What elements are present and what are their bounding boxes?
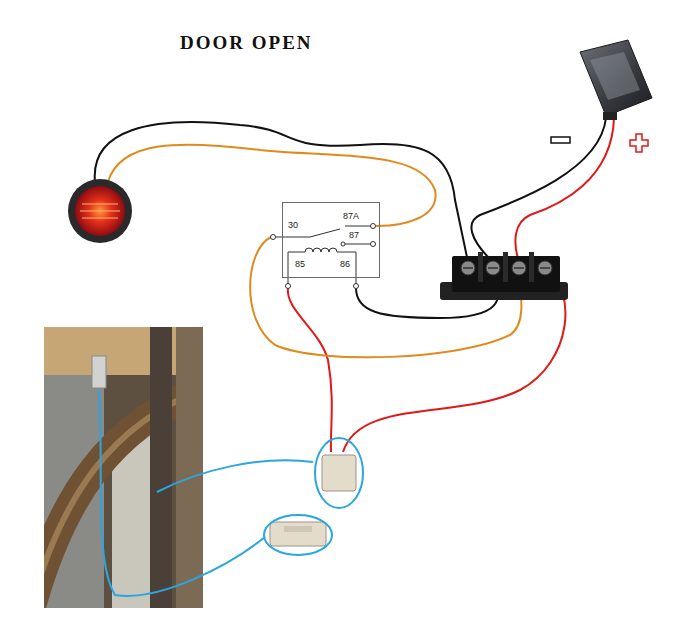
relay-terminal (371, 224, 376, 229)
relay-terminal (286, 284, 291, 289)
pin-label: 86 (340, 259, 350, 270)
relay-coil (288, 248, 356, 285)
adapter-body (580, 40, 652, 116)
light-lens (75, 186, 125, 236)
reed-magnet (264, 515, 332, 555)
relay-switch-arm (276, 229, 340, 237)
light-bezel (68, 179, 132, 243)
pin-label: 30 (288, 220, 298, 231)
relay-box: 30 87A 87 85 86 (282, 202, 380, 278)
magnet-slot (284, 526, 312, 532)
leader-line (157, 460, 313, 492)
pin-label: 85 (295, 259, 305, 270)
relay-terminal (371, 242, 376, 247)
terminal-block (440, 252, 568, 300)
photo-rail (176, 327, 203, 608)
photo-ground (44, 327, 203, 608)
plus-symbol (630, 134, 648, 152)
door-photo (44, 327, 203, 608)
wire (471, 118, 606, 262)
relay-terminal (354, 284, 359, 289)
reed-body (322, 455, 356, 491)
terminal-fin (503, 252, 508, 282)
diagram-title: DOOR OPEN (180, 32, 313, 54)
reed-switch (315, 438, 363, 508)
adapter-label (590, 52, 640, 100)
adapter-cord (603, 112, 617, 120)
screw-slot (463, 267, 550, 269)
magnet-body (270, 522, 326, 546)
photo-rail (150, 327, 172, 608)
highlight-ellipse (315, 438, 363, 508)
terminal-fin (478, 252, 483, 282)
relay-terminal (271, 235, 276, 240)
terminal-fin (529, 252, 534, 282)
wire (288, 288, 332, 452)
relay-contact (341, 242, 345, 246)
leader-line (99, 390, 265, 596)
marker-light (68, 179, 132, 243)
pin-label: 87A (343, 211, 359, 222)
light-glow (80, 204, 120, 218)
wire (108, 145, 436, 226)
wire (515, 118, 614, 262)
relay-internals (271, 224, 376, 289)
photo-switch (92, 356, 106, 388)
power-adapter (580, 40, 652, 120)
highlight-ellipse (264, 515, 332, 555)
minus-symbol (551, 137, 570, 143)
pin-label: 87 (349, 230, 359, 241)
relay-contact (345, 244, 371, 245)
relay-contact (345, 226, 371, 227)
